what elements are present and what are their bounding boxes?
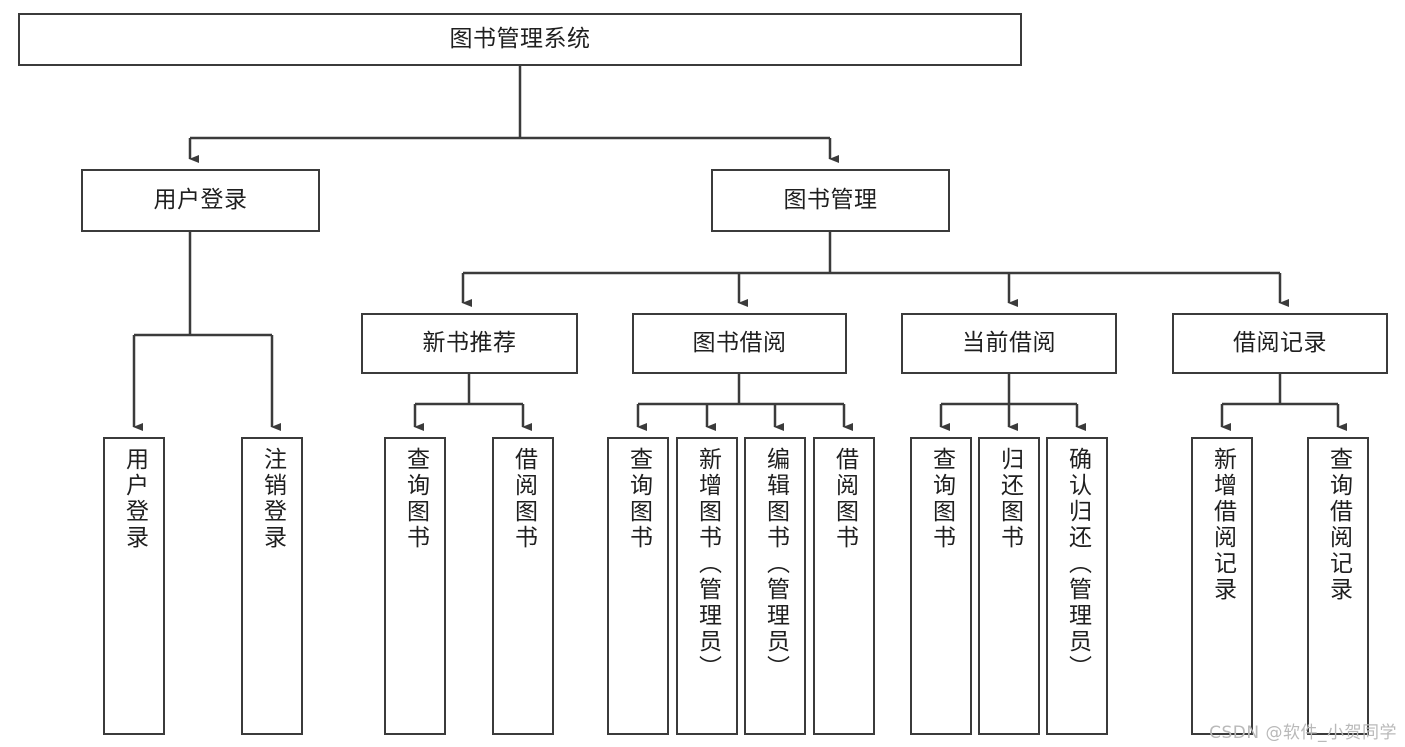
leaf-borrow-add-book-admin[interactable]: 新增图书（管理员） — [676, 437, 738, 735]
node-label: 编辑图书（管理员） — [762, 447, 789, 681]
node-label: 查询图书 — [402, 447, 429, 551]
node-label: 图书管理系统 — [449, 26, 591, 53]
leaf-record-add-borrow-record[interactable]: 新增借阅记录 — [1191, 437, 1253, 735]
node-label: 借阅图书 — [831, 447, 858, 551]
leaf-borrow-query-book[interactable]: 查询图书 — [607, 437, 669, 735]
node-label: 用户登录 — [121, 447, 148, 551]
leaf-user-logout[interactable]: 注销登录 — [241, 437, 303, 735]
leaf-current-query-book[interactable]: 查询图书 — [910, 437, 972, 735]
node-label: 图书借阅 — [692, 330, 787, 357]
node-current-borrow[interactable]: 当前借阅 — [901, 313, 1117, 374]
leaf-current-confirm-return-admin[interactable]: 确认归还（管理员） — [1046, 437, 1108, 735]
node-borrow-record[interactable]: 借阅记录 — [1172, 313, 1388, 374]
node-label: 查询图书 — [928, 447, 955, 551]
node-user-login[interactable]: 用户登录 — [81, 169, 320, 232]
node-book-borrow[interactable]: 图书借阅 — [632, 313, 847, 374]
node-label: 新书推荐 — [422, 330, 517, 357]
leaf-borrow-borrow-book[interactable]: 借阅图书 — [813, 437, 875, 735]
node-label: 归还图书 — [996, 447, 1023, 551]
node-label: 借阅图书 — [510, 447, 537, 551]
node-label: 查询图书 — [625, 447, 652, 551]
node-label: 图书管理 — [783, 187, 878, 214]
node-label: 查询借阅记录 — [1325, 447, 1352, 603]
node-label: 新增借阅记录 — [1209, 447, 1236, 603]
node-root-system[interactable]: 图书管理系统 — [18, 13, 1022, 66]
node-new-book-recommend[interactable]: 新书推荐 — [361, 313, 578, 374]
node-label: 新增图书（管理员） — [694, 447, 721, 681]
node-label: 用户登录 — [153, 187, 248, 214]
csdn-watermark: CSDN @软件_小贺同学 — [1209, 723, 1397, 743]
leaf-user-login[interactable]: 用户登录 — [103, 437, 165, 735]
node-label: 借阅记录 — [1233, 330, 1327, 357]
node-label: 确认归还（管理员） — [1064, 447, 1091, 681]
node-label: 注销登录 — [259, 447, 286, 551]
node-label: 当前借阅 — [962, 330, 1056, 357]
leaf-recommend-borrow-book[interactable]: 借阅图书 — [492, 437, 554, 735]
leaf-current-return-book[interactable]: 归还图书 — [978, 437, 1040, 735]
leaf-borrow-edit-book-admin[interactable]: 编辑图书（管理员） — [744, 437, 806, 735]
leaf-recommend-query-book[interactable]: 查询图书 — [384, 437, 446, 735]
leaf-record-query-borrow-record[interactable]: 查询借阅记录 — [1307, 437, 1369, 735]
node-book-management[interactable]: 图书管理 — [711, 169, 950, 232]
